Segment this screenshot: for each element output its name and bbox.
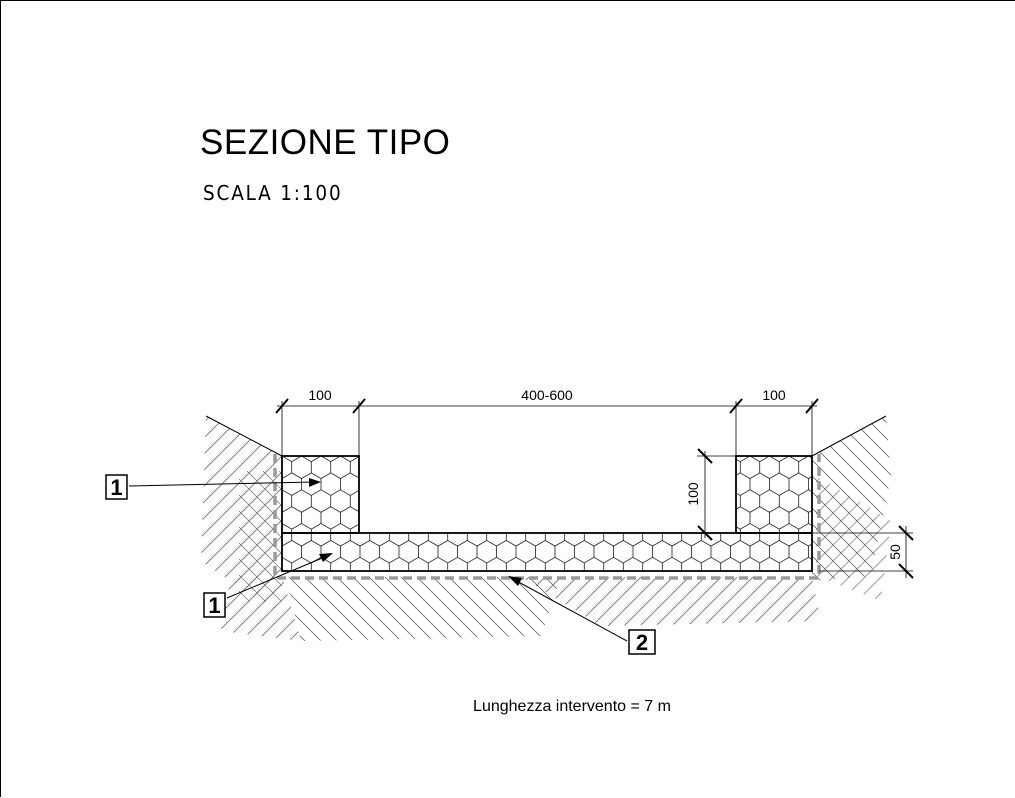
dim-base-thickness: 50 [887,544,903,560]
dimension-top [275,398,819,533]
callout-1-base [203,553,333,618]
dim-right-width: 100 [762,387,786,403]
dimension-base-thickness [812,525,914,579]
terrain-right [811,415,887,457]
terrain-left [205,415,283,457]
gabion-base [281,532,813,572]
callout-2-geotextile [508,576,656,655]
soil-hatch [201,416,891,641]
drawing-title: SEZIONE TIPO [200,123,451,162]
dim-channel-width: 400-600 [521,387,573,403]
gabion-wall-right [735,455,813,534]
geotextile-liner [273,454,821,580]
callout-1-wall [105,474,321,500]
callout-1-wall-label: 1 [110,475,122,500]
gabion-wall-left [281,455,360,534]
dim-left-width: 100 [308,387,332,403]
dim-wall-height: 100 [685,482,701,506]
intervention-length-note: Lunghezza intervento = 7 m [473,698,671,715]
drawing-scale: SCALA 1:100 [203,181,343,205]
callout-2-geotextile-label: 2 [636,630,648,655]
dimension-wall-height [697,448,736,541]
callout-1-base-label: 1 [208,593,220,618]
